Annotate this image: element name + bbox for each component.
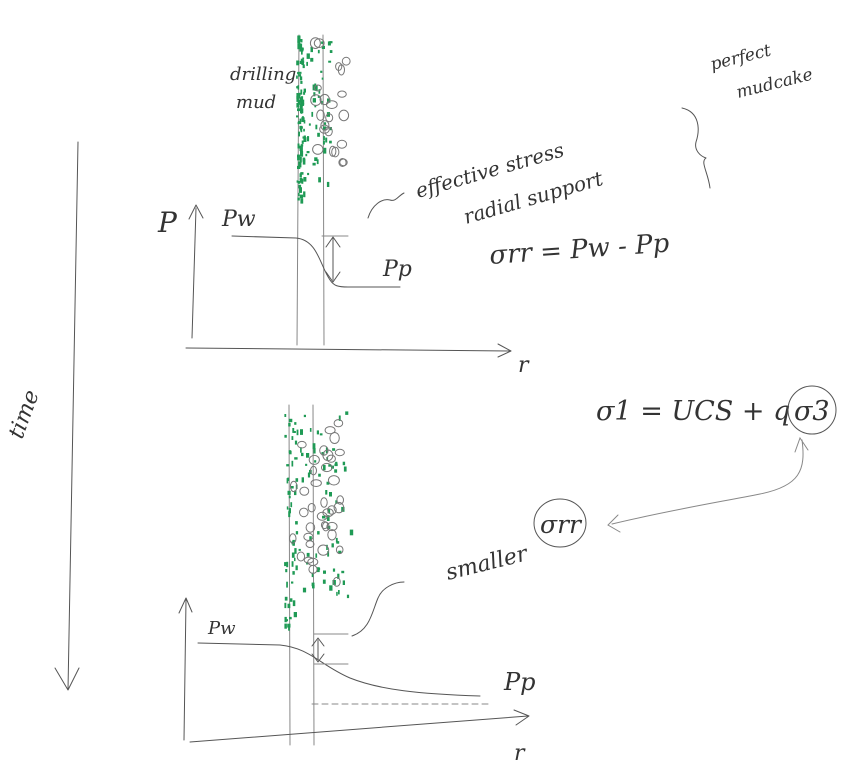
failure-criterion-text: σ1 = UCS + q: [596, 396, 790, 427]
sigma-rr-circle: [533, 498, 587, 548]
bottom-x-axis-label: r: [514, 741, 526, 766]
bottom-pressure-curve: [197, 642, 481, 697]
drilling-mud-label-1: drilling: [230, 64, 296, 85]
time-arrow: [54, 141, 80, 691]
top-y-axis: [188, 204, 204, 339]
perfect-mudcake-label-2: mudcake: [734, 65, 815, 103]
sigma-rr-circled-label: σrr: [540, 510, 583, 539]
smaller-connector: [351, 581, 405, 637]
bottom-effective-stress-arrow: [311, 637, 325, 663]
top-rock-grains: [309, 37, 351, 167]
bottom-mudcake-dots: [284, 411, 354, 631]
top-x-axis-label: r: [518, 353, 530, 378]
top-pp-label: Pp: [382, 257, 412, 282]
sigma-3-circle: [787, 385, 837, 435]
bottom-y-axis: [178, 597, 193, 741]
sigma-3-label: σ3: [794, 396, 830, 427]
top-y-axis-label: P: [157, 206, 178, 239]
top-x-axis: [185, 343, 512, 358]
effective-stress-connector: [367, 192, 405, 219]
bottom-rock-grains: [289, 419, 345, 587]
bottom-mudcake-column: [284, 404, 354, 746]
sigma-rr-equation: σrr = Pw - Pp: [488, 228, 670, 271]
smaller-label: smaller: [443, 541, 531, 586]
perfect-mudcake-label-1: perfect: [708, 40, 773, 74]
bottom-x-axis: [189, 709, 530, 743]
drilling-mud-label-2: mud: [236, 92, 276, 113]
bottom-pp-label: Pp: [503, 668, 536, 696]
top-mudcake-dots: [296, 35, 333, 204]
top-pressure-curve: [231, 235, 401, 288]
bottom-pw-label: Pw: [207, 618, 236, 639]
time-label: time: [4, 387, 45, 442]
top-effective-stress-arrow: [325, 236, 341, 283]
top-mudcake-column: [296, 34, 351, 346]
top-pw-label: Pw: [221, 207, 256, 232]
right-brace: [681, 107, 711, 189]
sigma-link-arrow: [607, 436, 809, 533]
